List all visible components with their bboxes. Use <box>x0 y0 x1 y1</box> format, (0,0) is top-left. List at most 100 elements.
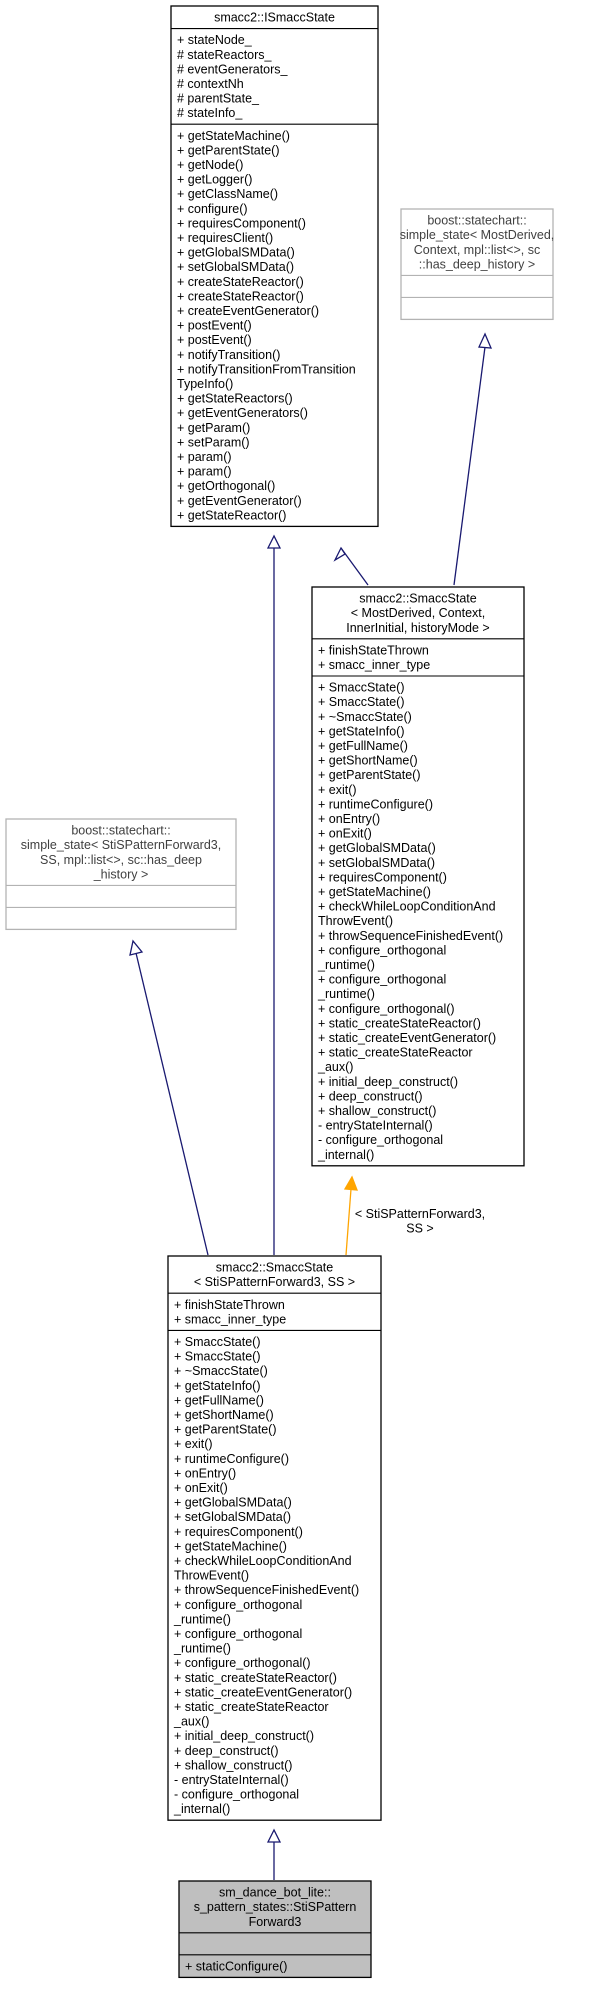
class-box <box>311 586 525 1167</box>
method-entry: + initial_deep_construct() <box>174 1729 314 1743</box>
method-entry: + postEvent() <box>177 333 252 347</box>
method-entry: + deep_construct() <box>318 1089 423 1103</box>
method-entry: + configure() <box>177 202 248 216</box>
method-entry: + SmaccState() <box>174 1335 261 1349</box>
method-entry: + getParam() <box>177 421 250 435</box>
method-entry: + createStateReactor() <box>177 275 304 289</box>
class-node-smacc-sti[interactable]: smacc2::SmaccState< StiSPatternForward3,… <box>167 1255 382 1821</box>
attribute-entry: # stateReactors_ <box>177 48 273 62</box>
inheritance-edges <box>129 332 493 1880</box>
method-entry: + getEventGenerators() <box>177 406 308 420</box>
method-entry: + getShortName() <box>174 1408 274 1422</box>
method-entry: + initial_deep_construct() <box>318 1075 458 1089</box>
class-title-line: smacc2::SmaccState <box>216 1261 333 1275</box>
method-entry: + onExit() <box>318 827 372 841</box>
method-entry: + getStateMachine() <box>174 1539 287 1553</box>
method-entry: + getEventGenerator() <box>177 494 302 508</box>
class-title-line: s_pattern_states::StiSPattern <box>194 1900 357 1914</box>
method-entry: + runtimeConfigure() <box>318 797 433 811</box>
method-entry: _runtime() <box>317 958 375 972</box>
method-entry: + notifyTransitionFromTransition <box>177 362 356 376</box>
class-title-line: InnerInitial, historyMode > <box>346 621 489 635</box>
method-entry: _runtime() <box>173 1642 231 1656</box>
method-entry: + SmaccState() <box>318 695 405 709</box>
class-node-boost-sti[interactable]: boost::statechart::simple_state< StiSPat… <box>5 818 237 931</box>
class-title-line: smacc2::ISmaccState <box>214 11 335 25</box>
method-entry: + deep_construct() <box>174 1744 279 1758</box>
method-entry: + getFullName() <box>174 1393 264 1407</box>
method-entry: + requiresComponent() <box>318 870 447 884</box>
edge-boost-sti-to-smacc-sti <box>135 952 209 1256</box>
method-entry: + configure_orthogonal <box>318 943 446 957</box>
method-entry: + getShortName() <box>318 754 418 768</box>
class-title-line: Context, mpl::list<>, sc <box>414 243 540 257</box>
class-title-line: simple_state< StiSPatternForward3, <box>21 838 221 852</box>
method-entry: + static_createEventGenerator() <box>174 1685 352 1699</box>
method-entry: + getStateMachine() <box>318 885 431 899</box>
method-entry: + requiresComponent() <box>174 1525 303 1539</box>
method-entry: + SmaccState() <box>174 1350 261 1364</box>
method-entry: + getClassName() <box>177 187 278 201</box>
attribute-entry: # parentState_ <box>177 92 260 106</box>
edge-boost-md-to-smacc-template <box>453 346 486 586</box>
method-entry: - configure_orthogonal <box>174 1788 299 1802</box>
method-entry: TypeInfo() <box>177 377 233 391</box>
class-box <box>178 1880 372 1979</box>
method-entry: + static_createStateReactor() <box>318 1016 481 1030</box>
attribute-entry: # stateInfo_ <box>177 106 243 120</box>
template-arguments-label-line: SS > <box>406 1222 433 1236</box>
attribute-entry: + finishStateThrown <box>318 643 429 657</box>
class-title-line: SS, mpl::list<>, sc::has_deep <box>40 853 202 867</box>
template-arrowhead <box>343 1175 358 1191</box>
method-entry: + throwSequenceFinishedEvent() <box>174 1583 359 1597</box>
method-entry: + configure_orthogonal <box>174 1627 302 1641</box>
method-entry: + onEntry() <box>174 1466 236 1480</box>
class-node-smacc-tmpl[interactable]: smacc2::SmaccState< MostDerived, Context… <box>311 586 525 1167</box>
method-entry: _aux() <box>317 1060 353 1074</box>
method-entry: + getStateMachine() <box>177 129 290 143</box>
method-entry: + getLogger() <box>177 173 252 187</box>
attribute-entry: + smacc_inner_type <box>318 658 430 672</box>
method-entry: + requiresComponent() <box>177 216 306 230</box>
class-title-line: < StiSPatternForward3, SS > <box>194 1275 355 1289</box>
method-entry: + SmaccState() <box>318 681 405 695</box>
method-entry: + createStateReactor() <box>177 289 304 303</box>
method-entry: + static_createEventGenerator() <box>318 1031 496 1045</box>
method-entry: + static_createStateReactor() <box>174 1671 337 1685</box>
method-entry: + getStateInfo() <box>174 1379 261 1393</box>
method-entry: _runtime() <box>173 1612 231 1626</box>
inheritance-arrowhead <box>478 332 493 349</box>
attribute-entry: # eventGenerators_ <box>177 62 289 76</box>
method-entry: + getOrthogonal() <box>177 479 275 493</box>
method-entry: + shallow_construct() <box>174 1758 292 1772</box>
method-entry: + getParentState() <box>174 1423 277 1437</box>
method-entry: - entryStateInternal() <box>318 1119 433 1133</box>
method-entry: - entryStateInternal() <box>174 1773 289 1787</box>
method-entry: + getGlobalSMData() <box>177 246 295 260</box>
method-entry: + setGlobalSMData() <box>318 856 435 870</box>
class-title-line: boost::statechart:: <box>427 214 526 228</box>
class-node-target[interactable]: sm_dance_bot_lite::s_pattern_states::Sti… <box>178 1880 372 1979</box>
method-entry: + staticConfigure() <box>185 1959 287 1973</box>
method-entry: + getStateInfo() <box>318 724 405 738</box>
template-arguments-label-line: < StiSPatternForward3, <box>355 1207 485 1221</box>
method-entry: + runtimeConfigure() <box>174 1452 289 1466</box>
method-entry: + configure_orthogonal <box>174 1598 302 1612</box>
method-entry: + param() <box>177 465 232 479</box>
inheritance-arrowhead <box>333 546 346 562</box>
method-entry: + requiresClient() <box>177 231 273 245</box>
method-entry: + checkWhileLoopConditionAnd <box>174 1554 352 1568</box>
method-entry: + ~SmaccState() <box>318 710 412 724</box>
method-entry: + postEvent() <box>177 319 252 333</box>
method-entry: _runtime() <box>317 987 375 1001</box>
method-entry: + getStateReactors() <box>177 392 293 406</box>
class-box <box>170 5 379 528</box>
class-node-boost-md[interactable]: boost::statechart::simple_state< MostDer… <box>400 208 555 321</box>
class-title-line: ::has_deep_history > <box>419 257 535 271</box>
method-entry: + getGlobalSMData() <box>174 1496 292 1510</box>
method-entry: + configure_orthogonal() <box>318 1002 455 1016</box>
method-entry: _aux() <box>173 1715 209 1729</box>
class-node-ismacc[interactable]: smacc2::ISmaccState+ stateNode_# stateRe… <box>170 5 379 528</box>
attribute-entry: + finishStateThrown <box>174 1298 285 1312</box>
method-entry: - configure_orthogonal <box>318 1133 443 1147</box>
